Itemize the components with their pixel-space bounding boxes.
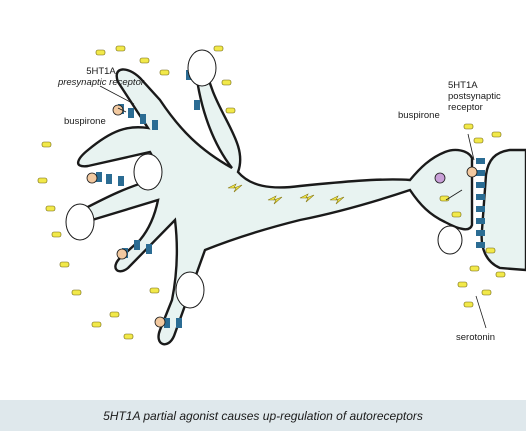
terminal-buspirone-marker xyxy=(434,172,446,184)
serotonin-molecules xyxy=(37,45,506,340)
action-potential-bolts xyxy=(227,183,345,205)
presynaptic-label-line1: 5HT1A xyxy=(86,66,116,77)
postsynaptic-receptor-label: 5HT1A postsynaptic receptor xyxy=(448,80,518,113)
figure-caption: 5HT1A partial agonist causes up-regulati… xyxy=(103,408,423,423)
buspirone-left-label: buspirone xyxy=(64,116,106,127)
leader-lines xyxy=(99,85,487,329)
postsynaptic-label-line2: postsynaptic xyxy=(448,91,501,102)
transporter-clusters xyxy=(65,49,463,309)
buspirone-molecules xyxy=(86,104,478,328)
caption-bar: 5HT1A partial agonist causes up-regulati… xyxy=(0,400,526,431)
postsynaptic-label-line3: receptor xyxy=(448,102,483,113)
presynaptic-label-line2: presynaptic receptor xyxy=(57,77,145,88)
neuron-diagram: 5HT1A presynaptic receptor buspirone bus… xyxy=(37,45,526,346)
buspirone-right-label: buspirone xyxy=(398,110,440,121)
presynaptic-receptor-label: 5HT1A presynaptic receptor xyxy=(48,66,154,88)
postsynaptic-label-line1: 5HT1A xyxy=(448,80,478,91)
serotonin-label: serotonin xyxy=(456,332,496,343)
postsynaptic-receptors xyxy=(476,158,485,248)
